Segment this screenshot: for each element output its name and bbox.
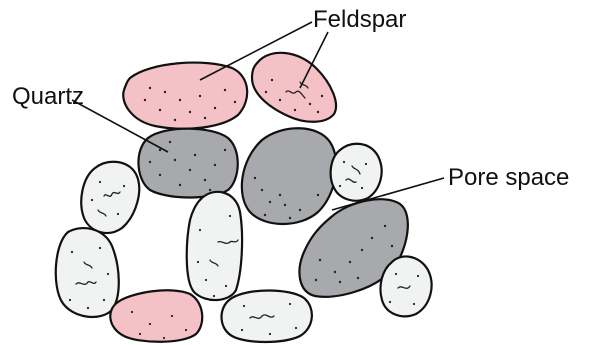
quartz-grain-middle xyxy=(242,128,336,224)
feldspar-grain-top-left xyxy=(123,63,247,129)
grain-bottom-center xyxy=(222,291,312,343)
grain-center-tall xyxy=(187,192,242,300)
grain-bottom-left xyxy=(56,228,119,317)
grain-bottom-right xyxy=(380,256,431,316)
grain-left-small xyxy=(81,162,139,233)
quartz-grain-left xyxy=(138,129,237,198)
feldspar-label: Feldspar xyxy=(313,6,406,33)
quartz-label: Quartz xyxy=(12,83,84,110)
feldspar-grain-top-right xyxy=(252,53,336,122)
feldspar-grain-bottom xyxy=(110,290,202,341)
pore-space-label: Pore space xyxy=(448,164,569,191)
grain-right-small xyxy=(331,144,382,201)
